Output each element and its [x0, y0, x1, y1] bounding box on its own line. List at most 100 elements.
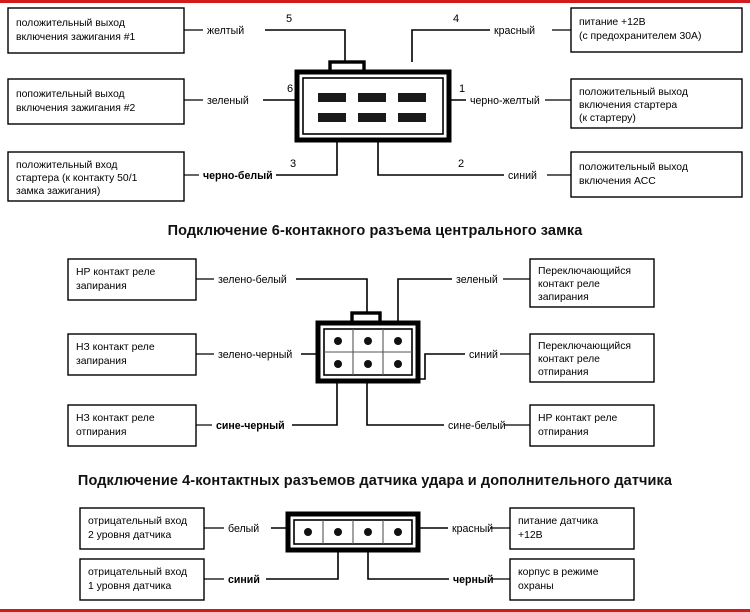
sensor-pin-4 [394, 528, 402, 536]
lock-right-1-line-2: отпирания [538, 367, 588, 378]
bottom-divider-rule [0, 609, 750, 612]
sensor-left-label-1: отрицательный вход 1 уровня датчика [79, 558, 205, 601]
sensor-right-0-line-1: +12В [518, 530, 543, 541]
sensor-right-1-line-1: охраны [518, 581, 554, 592]
lock-left-2-line-1: отпирания [76, 427, 126, 438]
ignition-right-2-line-0: положительный выход [579, 162, 688, 173]
ignition-6pin-connector [294, 60, 452, 143]
ignition-pin-2 [358, 113, 386, 122]
ignition-right-0-wire: красный [494, 25, 535, 37]
central-lock-connector-diagram: НР контакт реле запирания НЗ контакт рел… [67, 258, 655, 447]
sensor-left-0-line-1: 2 уровня датчика [88, 530, 171, 541]
ignition-pin-6 [318, 93, 346, 102]
lock-right-1-line-1: контакт реле [538, 354, 600, 365]
ignition-right-2-pin: 2 [458, 158, 464, 170]
sensor-pin-1 [304, 528, 312, 536]
ignition-left-0-wire: желтый [207, 25, 244, 37]
lock-pin-bottom-3 [394, 360, 402, 368]
lock-left-1-line-1: запирания [76, 356, 127, 367]
lock-left-label-1: НЗ контакт реле запирания [67, 333, 197, 376]
lock-right-1-wire: синий [469, 349, 498, 361]
ignition-right-1-line-2: (к стартеру) [579, 113, 636, 124]
lock-right-1-line-0: Переключающийся [538, 341, 631, 352]
lock-pin-top-1 [334, 337, 342, 345]
ignition-pin-3 [318, 113, 346, 122]
sensor-left-1-line-1: 1 уровня датчика [88, 581, 171, 592]
lock-right-0-line-0: Переключающийся [538, 266, 631, 277]
ignition-right-1-line-0: положительный выход [579, 87, 688, 98]
sensor-4pin-connector [285, 511, 421, 553]
ignition-right-1-line-1: включения стартера [579, 100, 677, 111]
ignition-left-0-pin: 5 [286, 13, 292, 25]
lock-left-0-line-0: НР контакт реле [76, 267, 156, 278]
lock-right-0-line-2: запирания [538, 292, 589, 303]
lock-right-0-wire: зеленый [456, 274, 498, 286]
ignition-pin-4 [398, 93, 426, 102]
ignition-right-0-pin: 4 [453, 13, 459, 25]
sensor-right-0-line-0: питание датчика [518, 516, 598, 527]
ignition-left-label-0: положительный выход включения зажигания … [7, 7, 185, 54]
ignition-right-label-2: положительный выход включения АСС [570, 151, 743, 198]
ignition-right-1-pin: 1 [459, 83, 465, 95]
lock-6pin-connector [315, 311, 421, 384]
lock-pin-bottom-2 [364, 360, 372, 368]
sensor-pin-2 [334, 528, 342, 536]
lock-right-label-1: Переключающийся контакт реле отпирания [529, 333, 655, 383]
ignition-left-2-line-2: замка зажигания) [16, 186, 100, 197]
sensor-right-label-0: питание датчика +12В [509, 507, 635, 550]
lock-right-2-wire: сине-белый [448, 420, 506, 432]
lock-right-2-line-0: НР контакт реле [538, 413, 618, 424]
ignition-right-0-line-0: питание +12В [579, 17, 646, 28]
sensor-pin-3 [364, 528, 372, 536]
sensor-right-0-wire: красный [452, 523, 493, 535]
ignition-right-label-1: положительный выход включения стартера (… [570, 78, 743, 129]
ignition-left-1-pin: 6 [287, 83, 293, 95]
sensor-right-1-line-0: корпус в режиме [518, 567, 599, 578]
shock-sensor-connector-diagram: отрицательный вход 2 уровня датчика отри… [79, 507, 635, 601]
ignition-left-2-wire: черно-белый [203, 170, 273, 182]
sensor-left-1-line-0: отрицательный вход [88, 567, 187, 578]
ignition-right-0-line-1: (с предохранителем 30А) [579, 31, 701, 42]
ignition-left-1-wire: зеленый [207, 95, 249, 107]
sensor-left-label-0: отрицательный вход 2 уровня датчика [79, 507, 205, 550]
ignition-left-0-line-1: включения зажигания #1 [16, 32, 136, 43]
lock-left-1-wire: зелено-черный [218, 349, 292, 361]
ignition-left-1-line-0: попожительный выход [16, 89, 125, 100]
ignition-connector-diagram: положительный выход включения зажигания … [7, 7, 743, 202]
top-divider-rule [0, 0, 750, 3]
ignition-left-1-line-1: включения зажигания #2 [16, 103, 136, 114]
ignition-left-2-pin: 3 [290, 158, 296, 170]
lock-left-label-0: НР контакт реле запирания [67, 258, 197, 301]
sensor-right-label-1: корпус в режиме охраны [509, 558, 635, 601]
ignition-right-2-wire: синий [508, 170, 537, 182]
ignition-left-label-1: попожительный выход включения зажигания … [7, 78, 185, 125]
lock-right-2-line-1: отпирания [538, 427, 588, 438]
lock-left-0-wire: зелено-белый [218, 274, 287, 286]
ignition-left-0-line-0: положительный выход [16, 18, 125, 29]
lock-pin-top-3 [394, 337, 402, 345]
ignition-pin-1 [398, 113, 426, 122]
section-title-shock-sensor: Подключение 4-контактных разъемов датчик… [77, 473, 673, 489]
lock-left-2-wire: сине-черный [216, 420, 285, 432]
ignition-left-label-2: положительный вход стартера (к контакту … [7, 151, 185, 202]
lock-right-label-2: НР контакт реле отпирания [529, 404, 655, 447]
section-title-central-lock: Подключение 6-контакного разъема централ… [167, 223, 583, 239]
lock-right-0-line-1: контакт реле [538, 279, 600, 290]
ignition-right-label-0: питание +12В (с предохранителем 30А) [570, 7, 743, 53]
ignition-pin-5 [358, 93, 386, 102]
sensor-left-0-line-0: отрицательный вход [88, 516, 187, 527]
lock-left-1-line-0: НЗ контакт реле [76, 342, 155, 353]
lock-pin-bottom-1 [334, 360, 342, 368]
sensor-left-1-wire: синий [228, 574, 260, 586]
lock-pin-top-2 [364, 337, 372, 345]
lock-left-0-line-1: запирания [76, 281, 127, 292]
ignition-right-1-wire: черно-желтый [470, 95, 540, 107]
ignition-left-2-line-0: положительный вход [16, 160, 117, 171]
ignition-right-2-line-1: включения АСС [579, 176, 656, 187]
lock-right-label-0: Переключающийся контакт реле запирания [529, 258, 655, 308]
sensor-left-0-wire: белый [228, 523, 259, 535]
lock-left-label-2: НЗ контакт реле отпирания [67, 404, 197, 447]
sensor-right-1-wire: черный [453, 574, 493, 586]
ignition-left-2-line-1: стартера (к контакту 50/1 [16, 173, 138, 184]
